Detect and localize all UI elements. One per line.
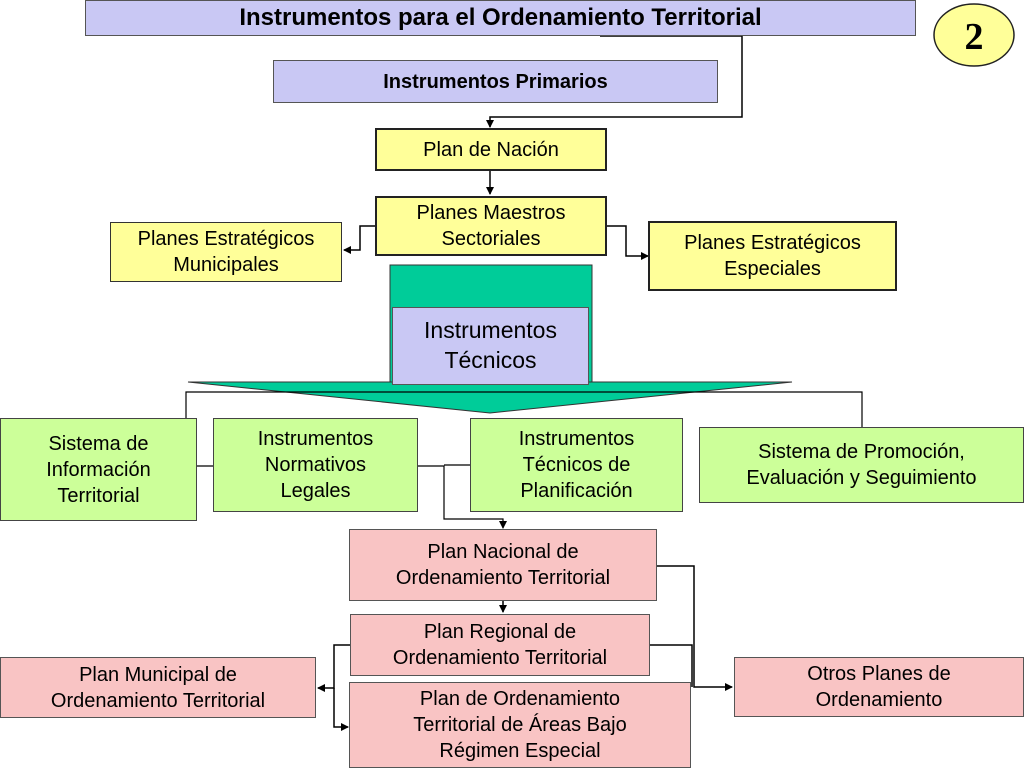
plan-regional-box: Plan Regional de Ordenamiento Territoria… — [350, 614, 650, 676]
plan-nacional-box: Plan Nacional de Ordenamiento Territoria… — [349, 529, 657, 601]
connector-regional-areas — [333, 688, 349, 731]
connector-regional-municipal — [317, 644, 350, 692]
planes-estrategicos-especiales-box: Planes Estratégicos Especiales — [648, 221, 897, 291]
planes-estrategicos-municipales-box: Planes Estratégicos Municipales — [110, 222, 342, 282]
sistema-promocion-box: Sistema de Promoción, Evaluación y Segui… — [699, 427, 1024, 503]
plan-municipal-box: Plan Municipal de Ordenamiento Territori… — [0, 657, 316, 718]
plan-nacion-box: Plan de Nación — [375, 128, 607, 171]
instrumentos-tecnicos-planificacion-box: Instrumentos Técnicos de Planificación — [470, 418, 683, 512]
planes-maestros-box: Planes Maestros Sectoriales — [375, 196, 607, 256]
otros-planes-box: Otros Planes de Ordenamiento — [734, 657, 1024, 717]
page-title: Instrumentos para el Ordenamiento Territ… — [85, 0, 916, 36]
connector-maestros-municipales — [343, 225, 376, 254]
slide-number: 2 — [965, 16, 984, 58]
sistema-informacion-box: Sistema de Información Territorial — [0, 418, 197, 521]
connector-maestros-especiales — [606, 225, 649, 260]
instrumentos-normativos-box: Instrumentos Normativos Legales — [213, 418, 418, 512]
plan-areas-especiales-box: Plan de Ordenamiento Territorial de Área… — [349, 682, 691, 768]
instrumentos-tecnicos-box: Instrumentos Técnicos — [392, 307, 589, 385]
connector-regional-otros — [650, 644, 693, 687]
slide-number-badge: 2 — [933, 3, 1015, 67]
connector-nacional-otros — [657, 565, 733, 691]
connector-title-plan-nacion — [486, 35, 743, 128]
connector-normativos-tecnicos — [418, 465, 507, 529]
instrumentos-primarios-box: Instrumentos Primarios — [273, 60, 718, 103]
down-arrow-shape — [187, 381, 793, 414]
